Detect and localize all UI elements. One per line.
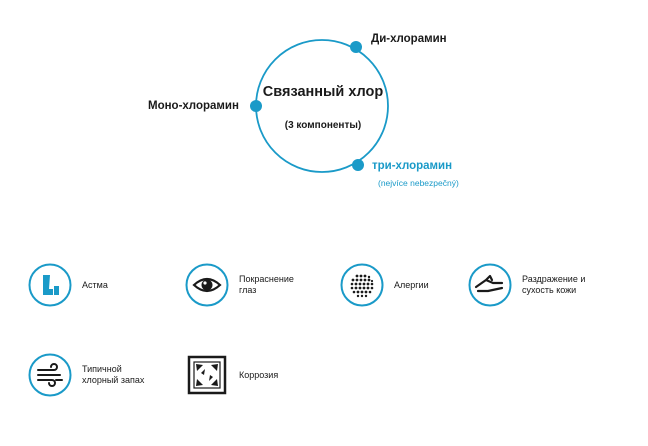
effect-eye-redness: Покраснение глаз [185,263,311,307]
tri-chloramine-dot [352,159,364,171]
wind-icon [28,353,72,397]
corrosion-icon [187,355,227,395]
effect-corrosion: Коррозия [185,353,278,397]
mono-chloramine-dot [250,100,262,112]
center-title: Связанный хлор [262,84,384,100]
hand-icon [468,263,512,307]
effect-label: Алергии [394,279,429,290]
tri-chloramine-label: три-хлорамин [372,160,453,172]
effect-label: Типичной хлорный запах [82,364,145,385]
inhaler-icon [28,263,72,307]
center-subtitle: (3 компоненты) [284,120,362,131]
effect-allergies: Алергии [340,263,429,307]
effect-chlorine-smell: Типичной хлорный запах [28,353,154,397]
tri-chloramine-note: (nejvíce nebezpečný) [378,178,459,188]
eye-icon [185,263,229,307]
di-chloramine-label: Ди-хлорамин [371,33,447,45]
effect-label: Покраснение глаз [239,274,294,295]
effect-asthma: Астма [28,263,108,307]
diagram-graphic [250,39,389,173]
center-circle [255,39,389,173]
effect-skin-irritation: Раздражение и сухость кожи [468,263,602,307]
chloramine-diagram: Связанный хлор (3 компоненты) Ди-хлорами… [148,33,459,188]
di-chloramine-dot [350,41,362,53]
pollen-icon [340,263,384,307]
effect-label: Астма [82,279,108,290]
effect-label: Раздражение и сухость кожи [522,274,586,295]
mono-chloramine-label: Моно-хлорамин [148,100,239,112]
effect-label: Коррозия [239,369,279,380]
